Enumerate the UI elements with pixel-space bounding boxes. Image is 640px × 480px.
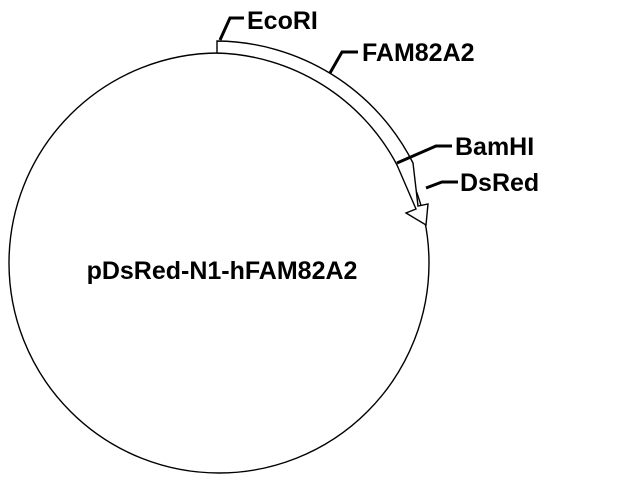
- dsred-label: DsRed: [460, 169, 539, 197]
- bamhi-label: BamHI: [455, 133, 534, 161]
- ecori-label: EcoRI: [247, 7, 318, 35]
- fam82a2-label: FAM82A2: [362, 39, 475, 67]
- plasmid-name: pDsRed-N1-hFAM82A2: [87, 257, 358, 285]
- ecori-leader-line: [218, 16, 244, 41]
- fam82a2-leader-line: [328, 50, 358, 74]
- bamhi-leader-line: [396, 144, 452, 165]
- fam82a2-feature-arrow: [216, 40, 429, 227]
- dsred-leader-line: [425, 180, 458, 190]
